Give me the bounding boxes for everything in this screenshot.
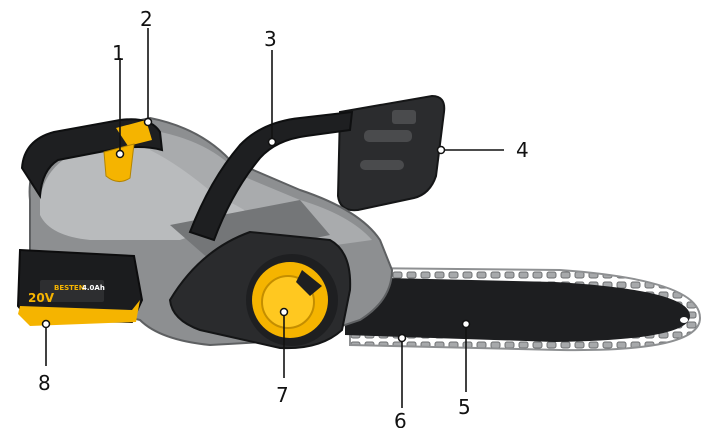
callout-5: 5 [458,395,471,419]
tension-knob [246,254,338,346]
trigger [103,143,135,182]
callout-7: 7 [276,383,289,407]
callout-1: 1 [112,41,125,65]
callout-6: 6 [394,409,407,428]
callout-2: 2 [140,7,153,31]
battery-pack: 20V BESTEN 4.0Ah [16,248,144,326]
front-hand-guard [336,94,446,212]
callout-3: 3 [264,27,277,51]
battery-voltage-label: 20V [28,291,55,305]
callouts: 1 2 3 4 5 6 7 8 [38,7,529,428]
callout-4: 4 [516,138,529,162]
front-handle [188,110,354,242]
battery-capacity-label: 4.0Ah [82,284,105,292]
battery-brand-label: BESTEN [54,284,85,292]
callout-8: 8 [38,371,51,395]
rear-handle [20,118,164,200]
